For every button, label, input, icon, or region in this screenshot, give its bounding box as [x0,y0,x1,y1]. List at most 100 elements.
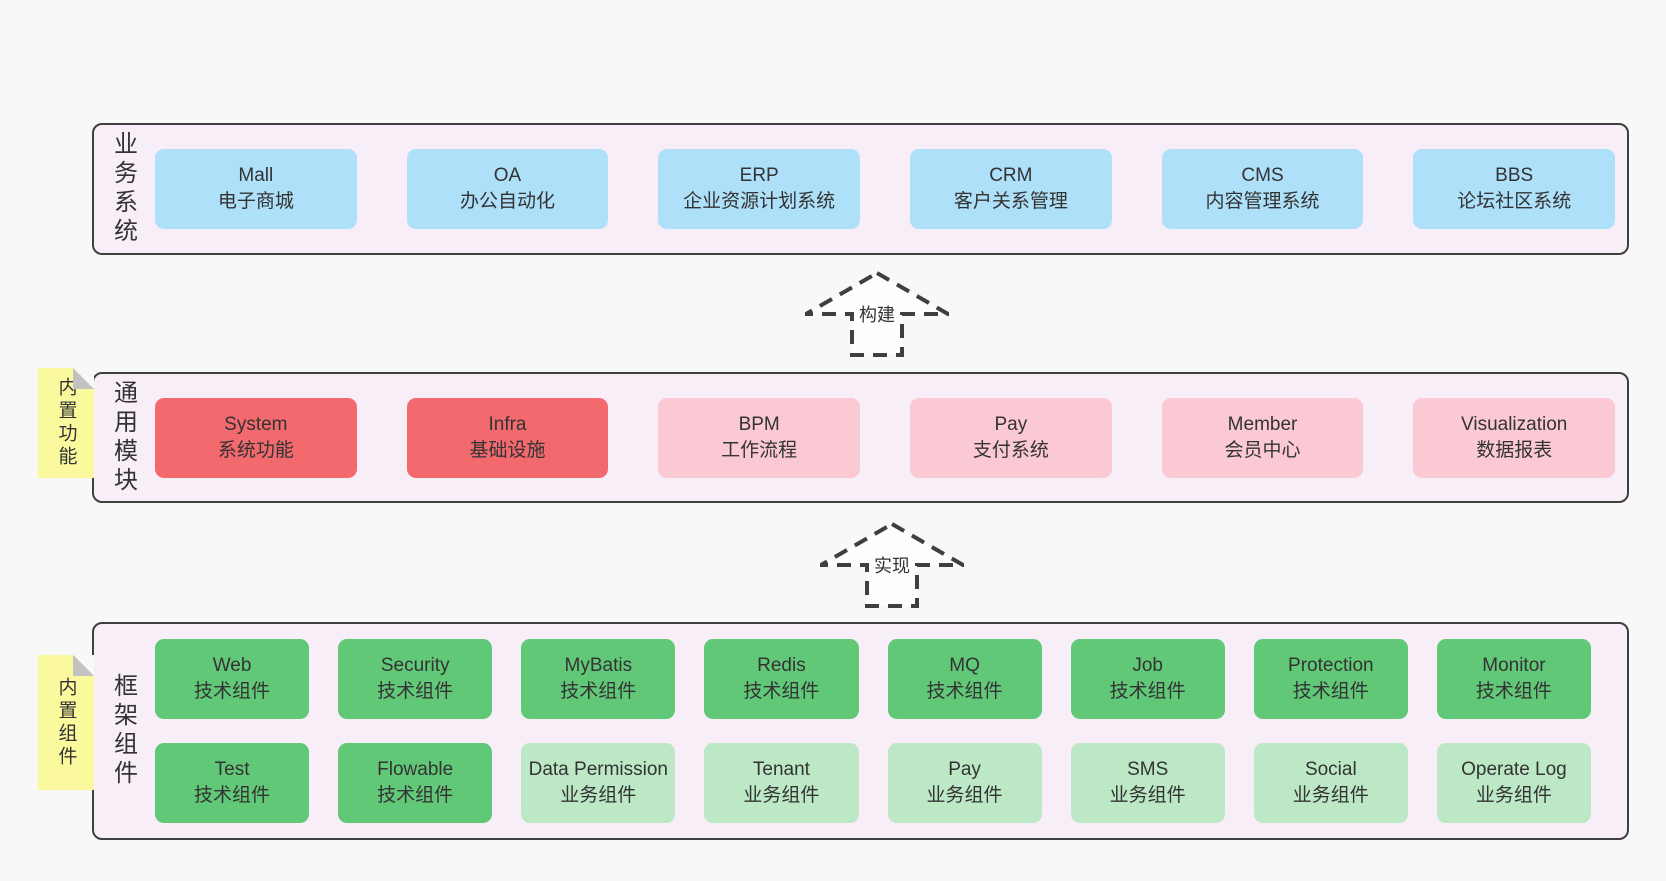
box-title: Monitor [1482,655,1546,676]
box-subtitle: 支付系统 [972,439,1049,461]
box-subtitle: 技术组件 [926,681,1003,702]
box-title: Tenant [752,759,810,780]
arrow-build: 构建 [805,270,949,358]
sticky-built-in-components: 内置组件 [38,655,94,790]
band-label-common-modules: 通用模块 [94,374,152,501]
box-subtitle: 基础设施 [469,439,546,461]
box-title: OA [493,165,522,186]
box-title: Mall [238,165,274,186]
box-bpm: BPM 工作流程 [658,397,861,478]
box-subtitle: 业务组件 [926,785,1003,806]
box-subtitle: 技术组件 [194,785,271,806]
box-title: Data Permission [528,759,668,780]
box-title: Flowable [377,759,454,780]
box-title: Pay [994,413,1028,435]
box-title: SMS [1127,759,1169,780]
box-erp: ERP 企业资源计划系统 [658,149,861,229]
box-cms: CMS 内容管理系统 [1161,149,1364,229]
box-title: Test [214,759,250,780]
box-member: Member 会员中心 [1161,397,1364,478]
box-data-permission: Data Permission 业务组件 [521,743,676,823]
arrow-build-label: 构建 [855,300,899,328]
box-sms: SMS 业务组件 [1070,743,1225,823]
box-subtitle: 会员中心 [1224,439,1301,461]
box-subtitle: 内容管理系统 [1205,191,1320,212]
folded-corner-icon [73,368,94,389]
box-mall: Mall 电子商城 [155,149,357,229]
box-title: MyBatis [564,655,633,676]
box-test: Test 技术组件 [155,743,310,823]
box-title: BPM [738,413,780,435]
box-protection: Protection 技术组件 [1253,639,1408,719]
framework-components-row-2: Test 技术组件 Flowable 技术组件 Data Permission … [155,743,1591,823]
box-subtitle: 技术组件 [377,681,454,702]
sticky-text: 内置组件 [55,676,77,769]
box-operate-log: Operate Log 业务组件 [1436,743,1591,823]
box-web: Web 技术组件 [155,639,310,719]
box-title: Visualization [1461,413,1568,435]
box-subtitle: 企业资源计划系统 [683,191,836,212]
box-subtitle: 技术组件 [194,681,271,702]
box-title: Social [1304,759,1357,780]
box-title: BBS [1495,165,1534,186]
band-common-modules: 通用模块 System 系统功能 Infra 基础设施 BPM 工作流程 Pay… [92,372,1629,503]
folded-corner-icon [73,655,94,676]
framework-components-row-1: Web 技术组件 Security 技术组件 MyBatis 技术组件 Redi… [155,639,1591,719]
box-mq: MQ 技术组件 [887,639,1042,719]
band-label-text: 框架组件 [109,673,137,789]
box-subtitle: 办公自动化 [460,191,556,212]
box-title: System [224,413,288,435]
box-subtitle: 技术组件 [377,785,454,806]
box-title: Pay [948,759,981,780]
band-business-systems: 业务系统 Mall 电子商城 OA 办公自动化 ERP 企业资源计划系统 CRM… [92,123,1629,255]
box-title: Job [1132,655,1163,676]
band-label-framework-components: 框架组件 [94,624,152,838]
box-security: Security 技术组件 [338,639,493,719]
box-subtitle: 业务组件 [743,785,820,806]
box-subtitle: 电子商城 [217,191,294,212]
box-subtitle: 技术组件 [1292,681,1369,702]
box-subtitle: 业务组件 [560,785,637,806]
box-title: Operate Log [1461,759,1567,780]
common-modules-boxes: System 系统功能 Infra 基础设施 BPM 工作流程 Pay 支付系统… [152,374,1627,501]
box-title: CMS [1241,165,1284,186]
box-subtitle: 技术组件 [743,681,820,702]
box-pay: Pay 业务组件 [887,743,1042,823]
sticky-built-in-features: 内置功能 [38,368,94,478]
arrow-implement-label: 实现 [870,551,914,579]
box-subtitle: 业务组件 [1109,785,1186,806]
box-title: Web [212,655,252,676]
band-label-business-systems: 业务系统 [94,125,152,253]
box-subtitle: 工作流程 [721,439,798,461]
box-mybatis: MyBatis 技术组件 [521,639,676,719]
box-title: Member [1227,413,1298,435]
box-redis: Redis 技术组件 [704,639,859,719]
box-subtitle: 业务组件 [1292,785,1369,806]
box-visualization: Visualization 数据报表 [1413,397,1616,478]
box-title: CRM [989,165,1033,186]
box-subtitle: 技术组件 [1475,681,1552,702]
box-subtitle: 技术组件 [1109,681,1186,702]
band-label-text: 业务系统 [109,131,137,247]
box-subtitle: 系统功能 [217,439,294,461]
box-subtitle: 数据报表 [1476,439,1553,461]
box-bbs: BBS 论坛社区系统 [1413,149,1616,229]
box-title: Redis [757,655,806,676]
box-monitor: Monitor 技术组件 [1436,639,1591,719]
box-title: Security [380,655,450,676]
band-label-text: 通用模块 [109,379,137,496]
sticky-text: 内置功能 [55,377,77,469]
box-title: Protection [1288,655,1374,676]
box-pay: Pay 支付系统 [910,397,1112,478]
box-social: Social 业务组件 [1253,743,1408,823]
band-framework-components: 框架组件 Web 技术组件 Security 技术组件 MyBatis 技术组件… [92,622,1629,840]
box-oa: OA 办公自动化 [406,149,609,229]
box-subtitle: 论坛社区系统 [1457,191,1572,212]
box-flowable: Flowable 技术组件 [338,743,493,823]
arrow-implement: 实现 [820,521,964,609]
business-systems-boxes: Mall 电子商城 OA 办公自动化 ERP 企业资源计划系统 CRM 客户关系… [152,125,1627,253]
box-infra: Infra 基础设施 [406,397,609,478]
box-title: ERP [739,165,779,186]
box-subtitle: 客户关系管理 [953,191,1068,212]
framework-components-rows: Web 技术组件 Security 技术组件 MyBatis 技术组件 Redi… [152,624,1627,838]
